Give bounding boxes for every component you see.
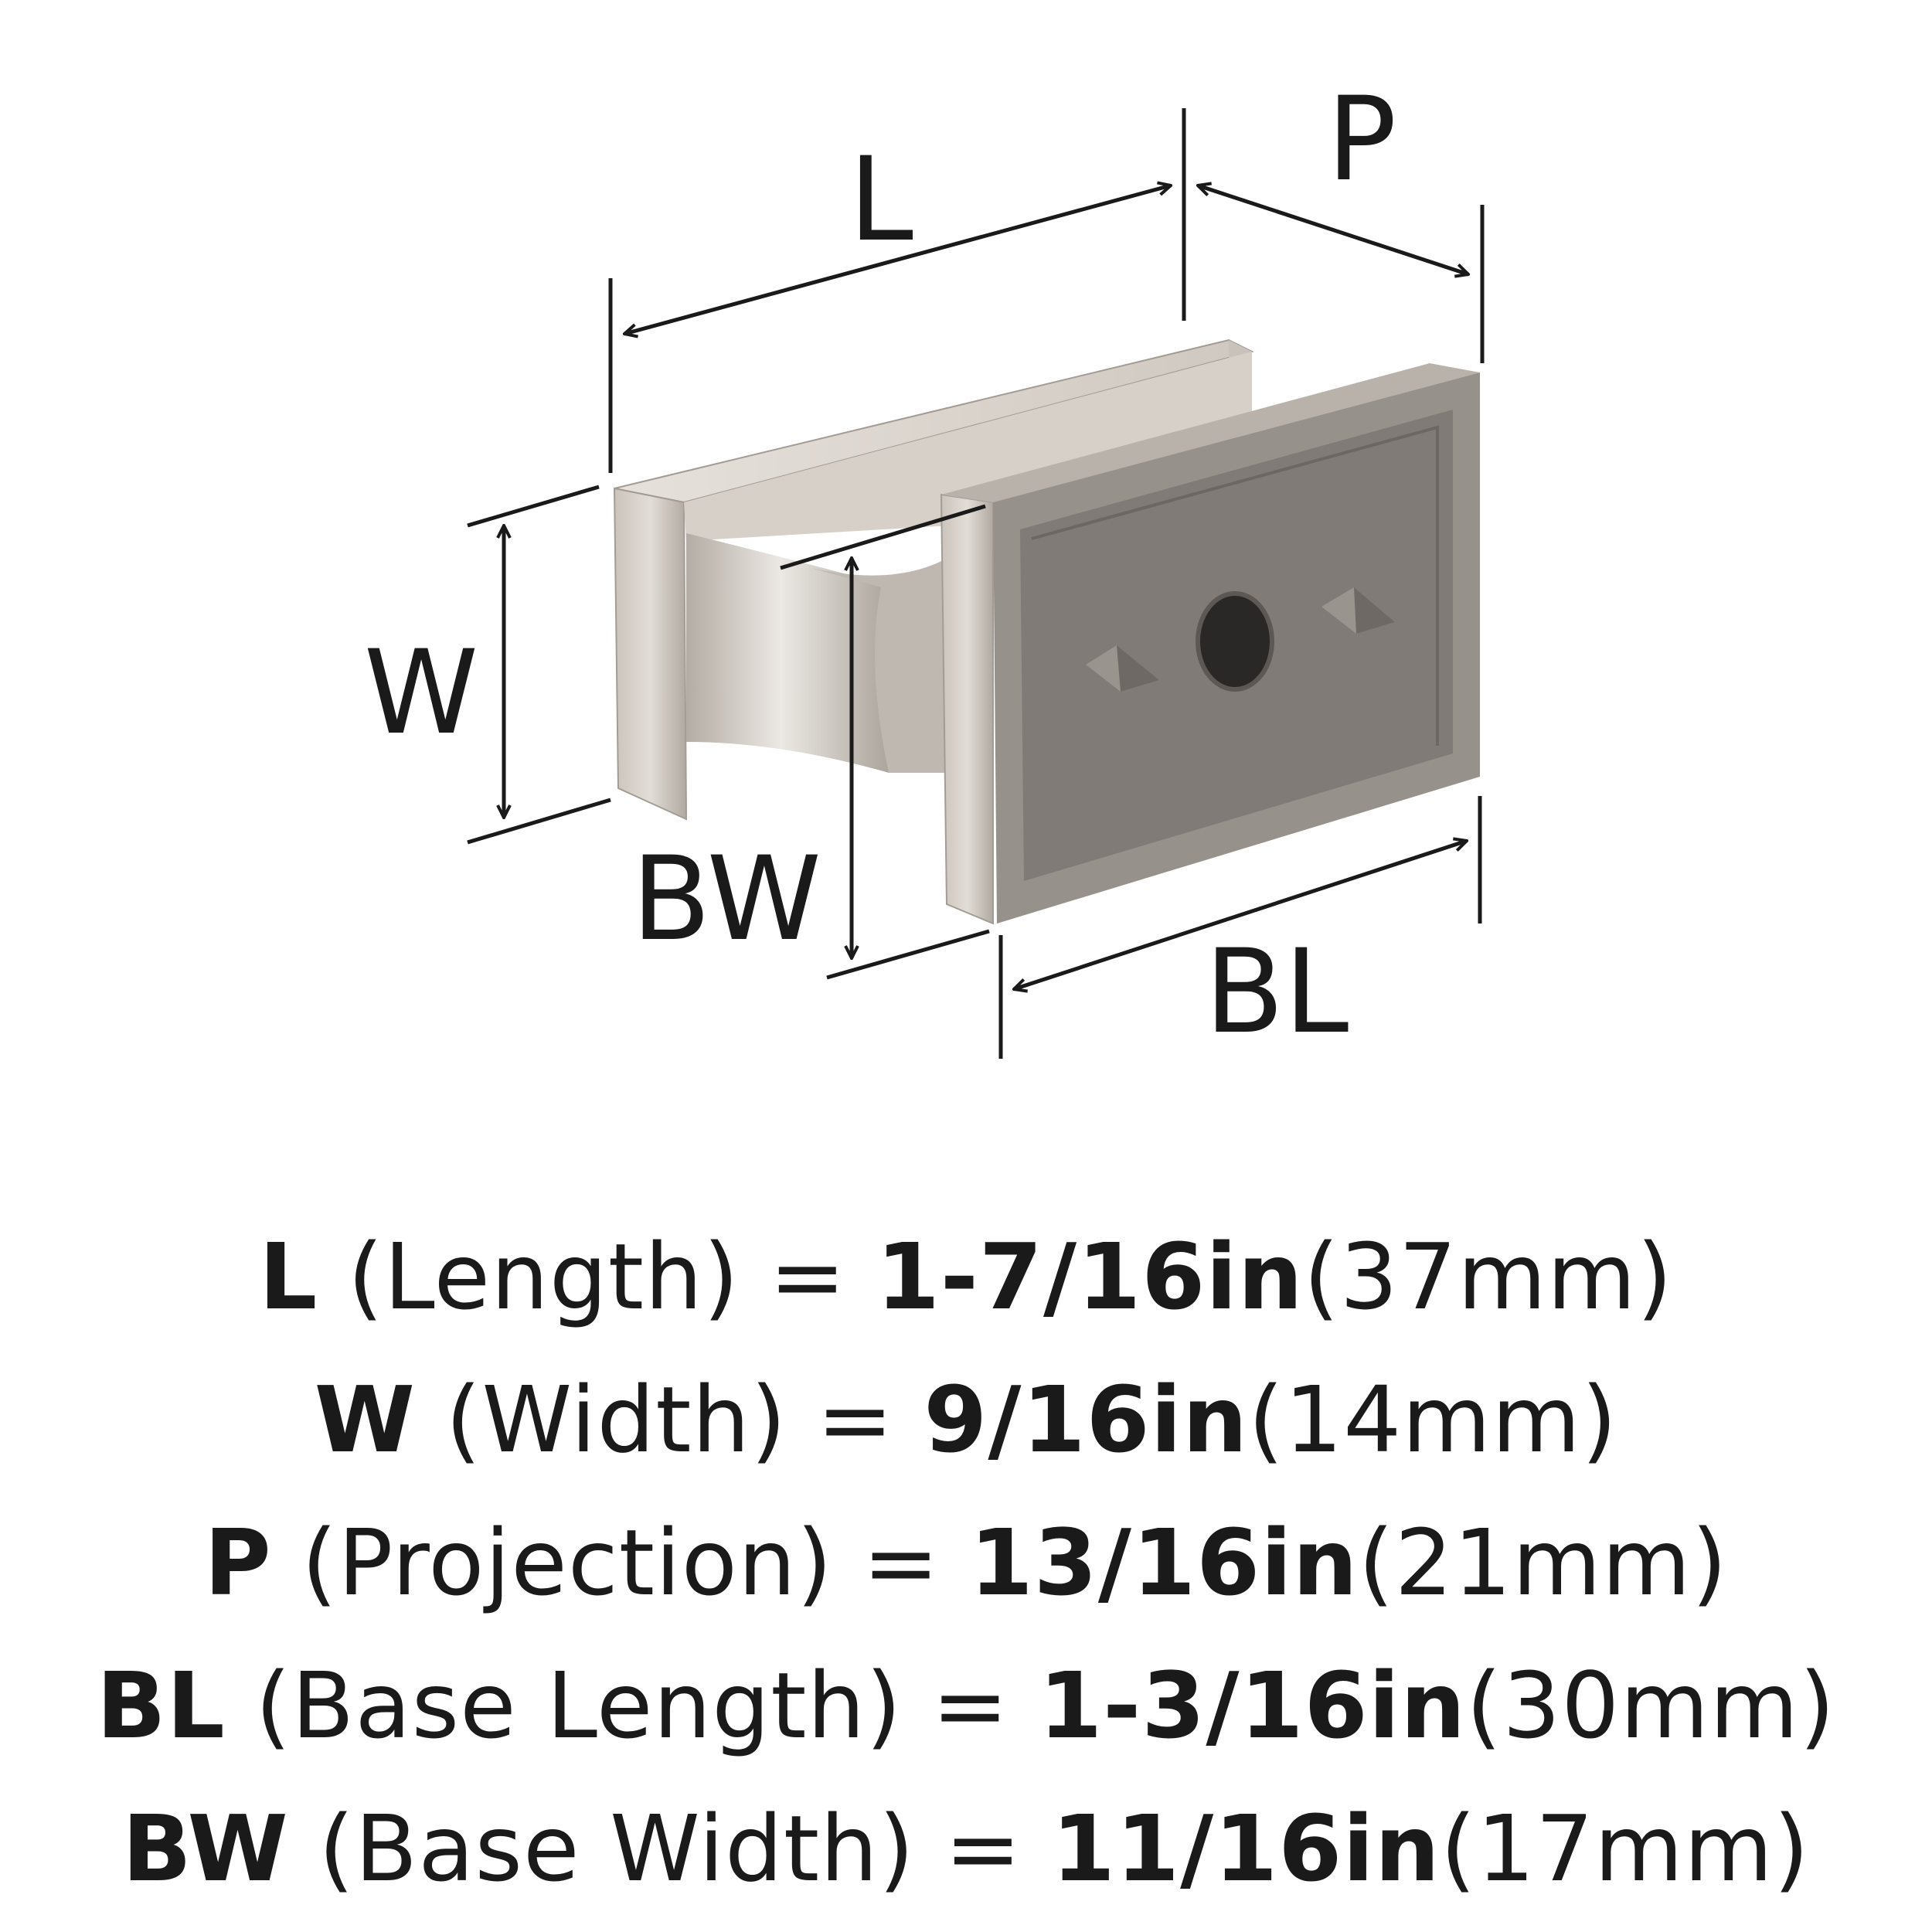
knob-illustration (613, 338, 1480, 925)
dimension-diagram: L P W BW BL (364, 73, 1485, 1060)
knob-stem (686, 533, 896, 773)
label-bw: BW (631, 832, 821, 967)
spec-row-length: L (Length) = 1-7/16in(37mm) (0, 1206, 1932, 1349)
spec-name: (Length) (347, 1223, 740, 1330)
spec-row-width: W (Width) = 9/16in(14mm) (0, 1349, 1932, 1492)
l-dimension-arrow (624, 185, 1171, 334)
label-bl: BL (1205, 925, 1349, 1060)
spec-metric: (21mm) (1358, 1509, 1728, 1616)
label-l: L (849, 133, 913, 267)
spec-name: (Projection) (301, 1509, 833, 1616)
spec-abbr: P (204, 1509, 272, 1616)
dimension-specs: L (Length) = 1-7/16in(37mm) W (Width) = … (0, 1206, 1932, 1920)
label-p: P (1327, 73, 1396, 207)
spec-abbr: L (259, 1223, 318, 1330)
spec-equals: = (769, 1223, 847, 1330)
recess-inner-edge (1031, 425, 1439, 746)
spec-abbr: BL (96, 1652, 226, 1759)
spec-row-base-width: BW (Base Width) = 11/16in(17mm) (0, 1777, 1932, 1920)
bw-extension-bottom (826, 929, 990, 980)
spec-name: (Base Width) (318, 1795, 915, 1902)
spec-imperial: 1-3/16in (1039, 1652, 1467, 1759)
w-extension-top (467, 485, 600, 528)
knob-front-face (613, 487, 688, 821)
spec-name: (Base Length) (255, 1652, 903, 1759)
base-top-edge (941, 363, 1480, 502)
spec-metric: (37mm) (1303, 1223, 1673, 1330)
p-dimension-arrow (1198, 185, 1468, 274)
spec-imperial: 13/16in (969, 1509, 1359, 1616)
knob-underside (684, 352, 1252, 541)
spec-equals: = (944, 1795, 1022, 1902)
prong-left (1086, 645, 1159, 692)
spec-equals: = (816, 1366, 894, 1473)
spec-imperial: 1-7/16in (876, 1223, 1304, 1330)
w-extension-bottom (467, 798, 611, 845)
dimension-lines (467, 108, 1485, 1059)
spec-metric: (17mm) (1440, 1795, 1810, 1902)
spec-metric: (30mm) (1466, 1652, 1836, 1759)
prong-right (1321, 587, 1395, 634)
label-w: W (364, 626, 478, 760)
spec-row-projection: P (Projection) = 13/16in(21mm) (0, 1492, 1932, 1634)
stem-shadow (811, 556, 951, 773)
spec-imperial: 9/16in (923, 1366, 1249, 1473)
spec-metric: (14mm) (1248, 1366, 1618, 1473)
spec-equals: = (931, 1652, 1009, 1759)
bl-dimension-arrow (1014, 841, 1467, 989)
mounting-hole (1196, 591, 1274, 692)
spec-equals: = (862, 1509, 940, 1616)
spec-abbr: BW (122, 1795, 289, 1902)
spec-row-base-length: BL (Base Length) = 1-3/16in(30mm) (0, 1634, 1932, 1777)
spec-imperial: 11/16in (1051, 1795, 1440, 1902)
spec-name: (Width) (445, 1366, 787, 1473)
base-side (940, 493, 994, 925)
bw-extension-top (780, 504, 986, 570)
spec-abbr: W (314, 1366, 416, 1473)
